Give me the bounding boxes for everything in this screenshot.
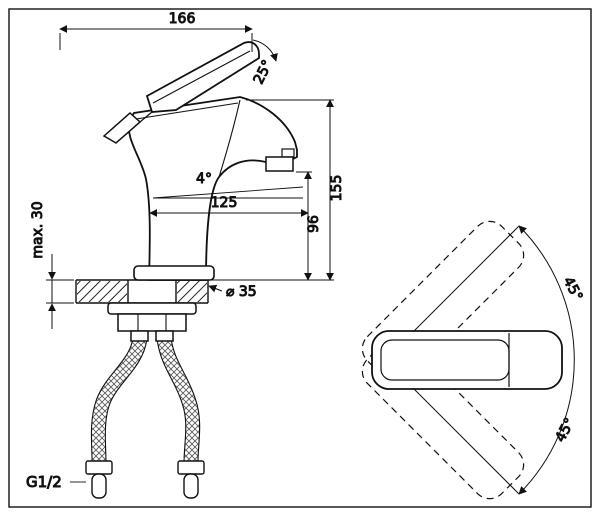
lever-outline [145,41,260,113]
faucet-side-view [75,41,298,499]
hose-collar-left [130,330,149,342]
dimension-total-height: 155 [212,99,346,281]
aerator [265,156,294,172]
supply-hoses [85,336,205,499]
dimension-spout-reach: 125 [149,195,309,217]
dim-label-connection-thread: G1/2 [26,473,62,491]
handle-position-down [361,336,525,500]
dim-label-base-diameter: ⌀ 35 [226,284,257,300]
dim-label-spout-reach: 125 [211,195,238,211]
spout-body-junction-line [218,99,241,178]
handle-lever [102,41,260,144]
dim-label-total-height: 155 [329,175,345,202]
handle-position-up [361,220,525,384]
cartridge-cap-line [135,102,239,120]
hose-right-tip [183,473,199,499]
dim-label-spout-angle: 4° [196,171,212,187]
dim-label-overall-width: 166 [169,11,196,27]
dimension-deck-thickness: max. 30 [30,201,74,329]
base-escutcheon [133,265,215,281]
faucet-body [127,96,298,281]
fixing-washer [107,302,197,315]
fixing-nut-facets [137,314,167,331]
handle-rotated-positions [361,220,525,500]
lever-facet-line [152,50,251,104]
hose-left-tip [91,473,107,499]
swivel-arc [518,225,575,495]
handle-neutral-position [371,330,563,390]
dimension-overall-width: 166 [59,11,253,52]
fixing-hardware [107,302,197,342]
hose-fittings [85,460,205,499]
hose-left-braid [92,336,147,463]
hose-collar-right [155,330,174,342]
dimension-outlet-height: 96 [296,171,323,281]
fixing-nut [117,313,187,332]
deck-hatch-left [77,281,127,302]
dim-label-deck-thickness: max. 30 [30,201,46,258]
hose-left-nut [85,460,113,475]
hose-right-braid [157,337,200,463]
dimension-base-diameter: ⌀ 35 [208,284,257,301]
lever-tail-join [139,111,153,123]
dimension-spout-angle: 4° [152,171,304,199]
aerator-housing [281,148,295,158]
dimension-connection-thread: G1/2 [26,473,86,492]
handle-top-outline [371,330,563,390]
dimensions-side-view: 166 25° 155 96 125 4° [26,11,346,492]
body-outline [127,96,298,281]
deck-hatch-right [177,281,207,302]
hose-right-nut [177,460,205,475]
dim-label-outlet-height: 96 [306,215,322,233]
